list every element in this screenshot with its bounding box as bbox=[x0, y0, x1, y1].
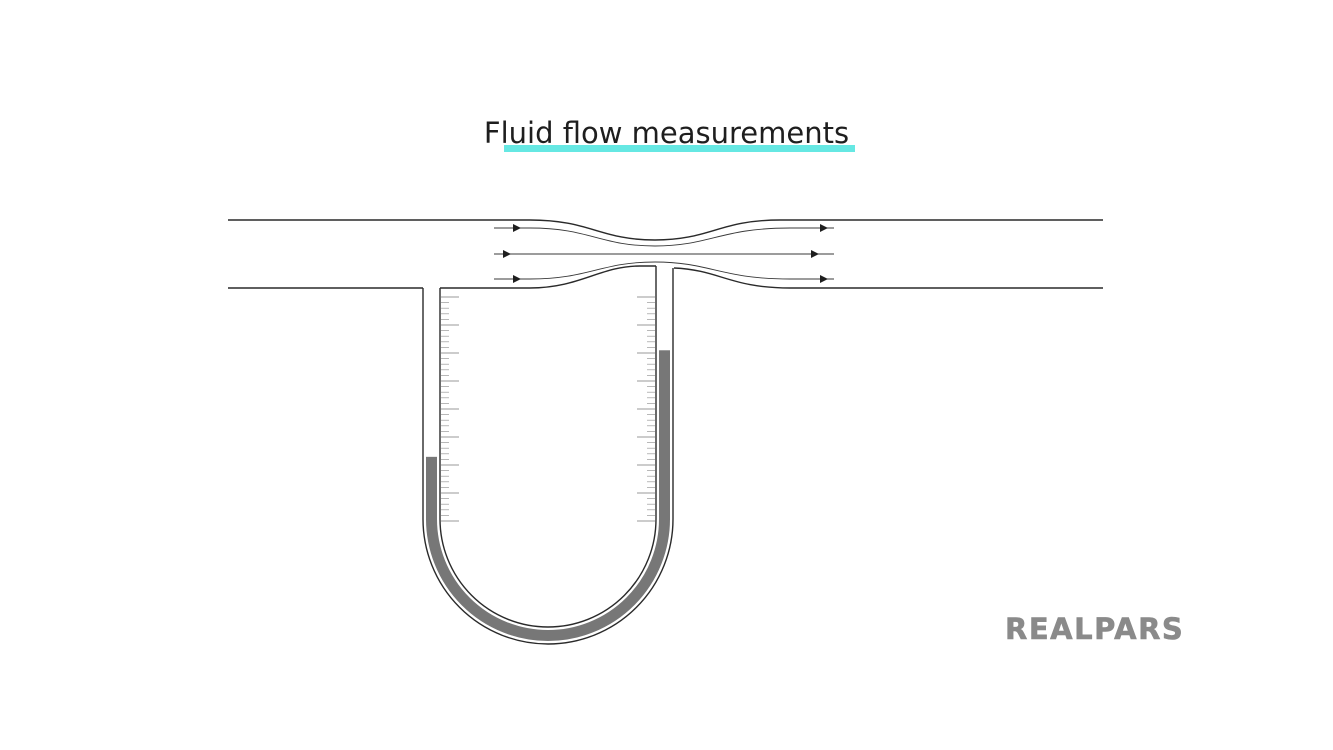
flow-arrow-inlet-middle bbox=[503, 250, 511, 258]
left-scale-ticks bbox=[441, 296, 459, 522]
diagram-title: Fluid flow measurements bbox=[478, 116, 856, 152]
right-scale-ticks bbox=[637, 296, 655, 522]
pipe-bottom-wall-right bbox=[673, 267, 1103, 289]
manometer-fluid-bend bbox=[426, 518, 670, 641]
flow-arrow-outlet-bottom bbox=[820, 275, 828, 283]
flow-streamline-bottom bbox=[494, 261, 834, 280]
realpars-logo: REALPARS bbox=[1005, 612, 1185, 647]
manometer-outer-wall bbox=[422, 268, 674, 645]
flow-arrow-inlet-top bbox=[513, 224, 521, 232]
manometer-inner-wall bbox=[439, 266, 657, 628]
flow-arrow-outlet-top bbox=[820, 224, 828, 232]
title-container: Fluid flow measurements bbox=[0, 116, 1333, 152]
pipe-bottom-wall-throat bbox=[440, 265, 656, 289]
pipe-top-wall bbox=[228, 219, 1103, 241]
flow-arrow-outlet-middle bbox=[811, 250, 819, 258]
flow-arrow-inlet-bottom bbox=[513, 275, 521, 283]
diagram-title-text: Fluid flow measurements bbox=[483, 116, 850, 150]
flow-streamline-top bbox=[494, 227, 834, 247]
manometer-fluid-left-column bbox=[426, 456, 437, 520]
manometer-fluid-right-column bbox=[659, 350, 670, 520]
